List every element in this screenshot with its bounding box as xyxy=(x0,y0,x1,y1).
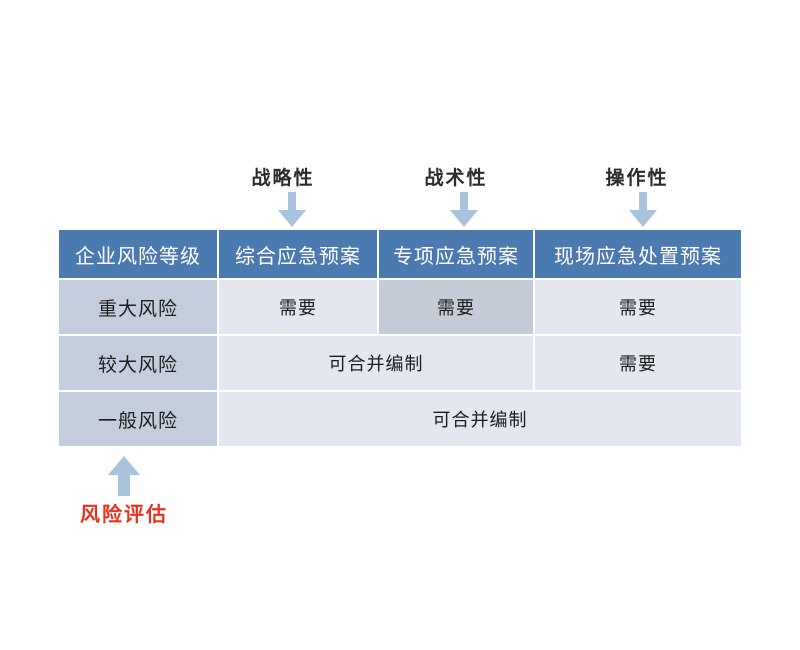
arrow-down-icon-operational xyxy=(628,192,658,228)
row-header-major-risk: 重大风险 xyxy=(59,280,217,334)
row-header-large-risk: 较大风险 xyxy=(59,336,217,390)
cell-major-onsite: 需要 xyxy=(535,280,741,334)
column-header-onsite-plan: 现场应急处置预案 xyxy=(535,230,741,278)
table-row-large-risk: 较大风险 可合并编制 需要 xyxy=(59,336,741,390)
arrow-down-icon-tactical xyxy=(449,192,479,228)
table-header-row: 企业风险等级 综合应急预案 专项应急预案 现场应急处置预案 xyxy=(59,230,741,278)
table-row-major-risk: 重大风险 需要 需要 需要 xyxy=(59,280,741,334)
arrow-down-icon-strategic xyxy=(277,192,307,228)
column-header-comprehensive-plan: 综合应急预案 xyxy=(219,230,377,278)
column-header-risk-level: 企业风险等级 xyxy=(59,230,217,278)
cell-large-comprehensive-special-merged: 可合并编制 xyxy=(219,336,533,390)
table-row-general-risk: 一般风险 可合并编制 xyxy=(59,392,741,446)
risk-emergency-plan-matrix: 企业风险等级 综合应急预案 专项应急预案 现场应急处置预案 重大风险 需要 需要… xyxy=(57,228,743,448)
cell-large-onsite: 需要 xyxy=(535,336,741,390)
annotation-label-tactical: 战术性 xyxy=(424,168,488,189)
cell-general-all-merged: 可合并编制 xyxy=(219,392,741,446)
row-header-general-risk: 一般风险 xyxy=(59,392,217,446)
annotation-label-risk-assessment: 风险评估 xyxy=(80,504,168,526)
arrow-up-icon-risk-assessment xyxy=(107,455,141,497)
cell-major-comprehensive: 需要 xyxy=(219,280,377,334)
column-header-special-plan: 专项应急预案 xyxy=(379,230,533,278)
annotation-label-strategic: 战略性 xyxy=(251,168,315,189)
annotation-label-operational: 操作性 xyxy=(605,168,669,189)
cell-major-special: 需要 xyxy=(379,280,533,334)
